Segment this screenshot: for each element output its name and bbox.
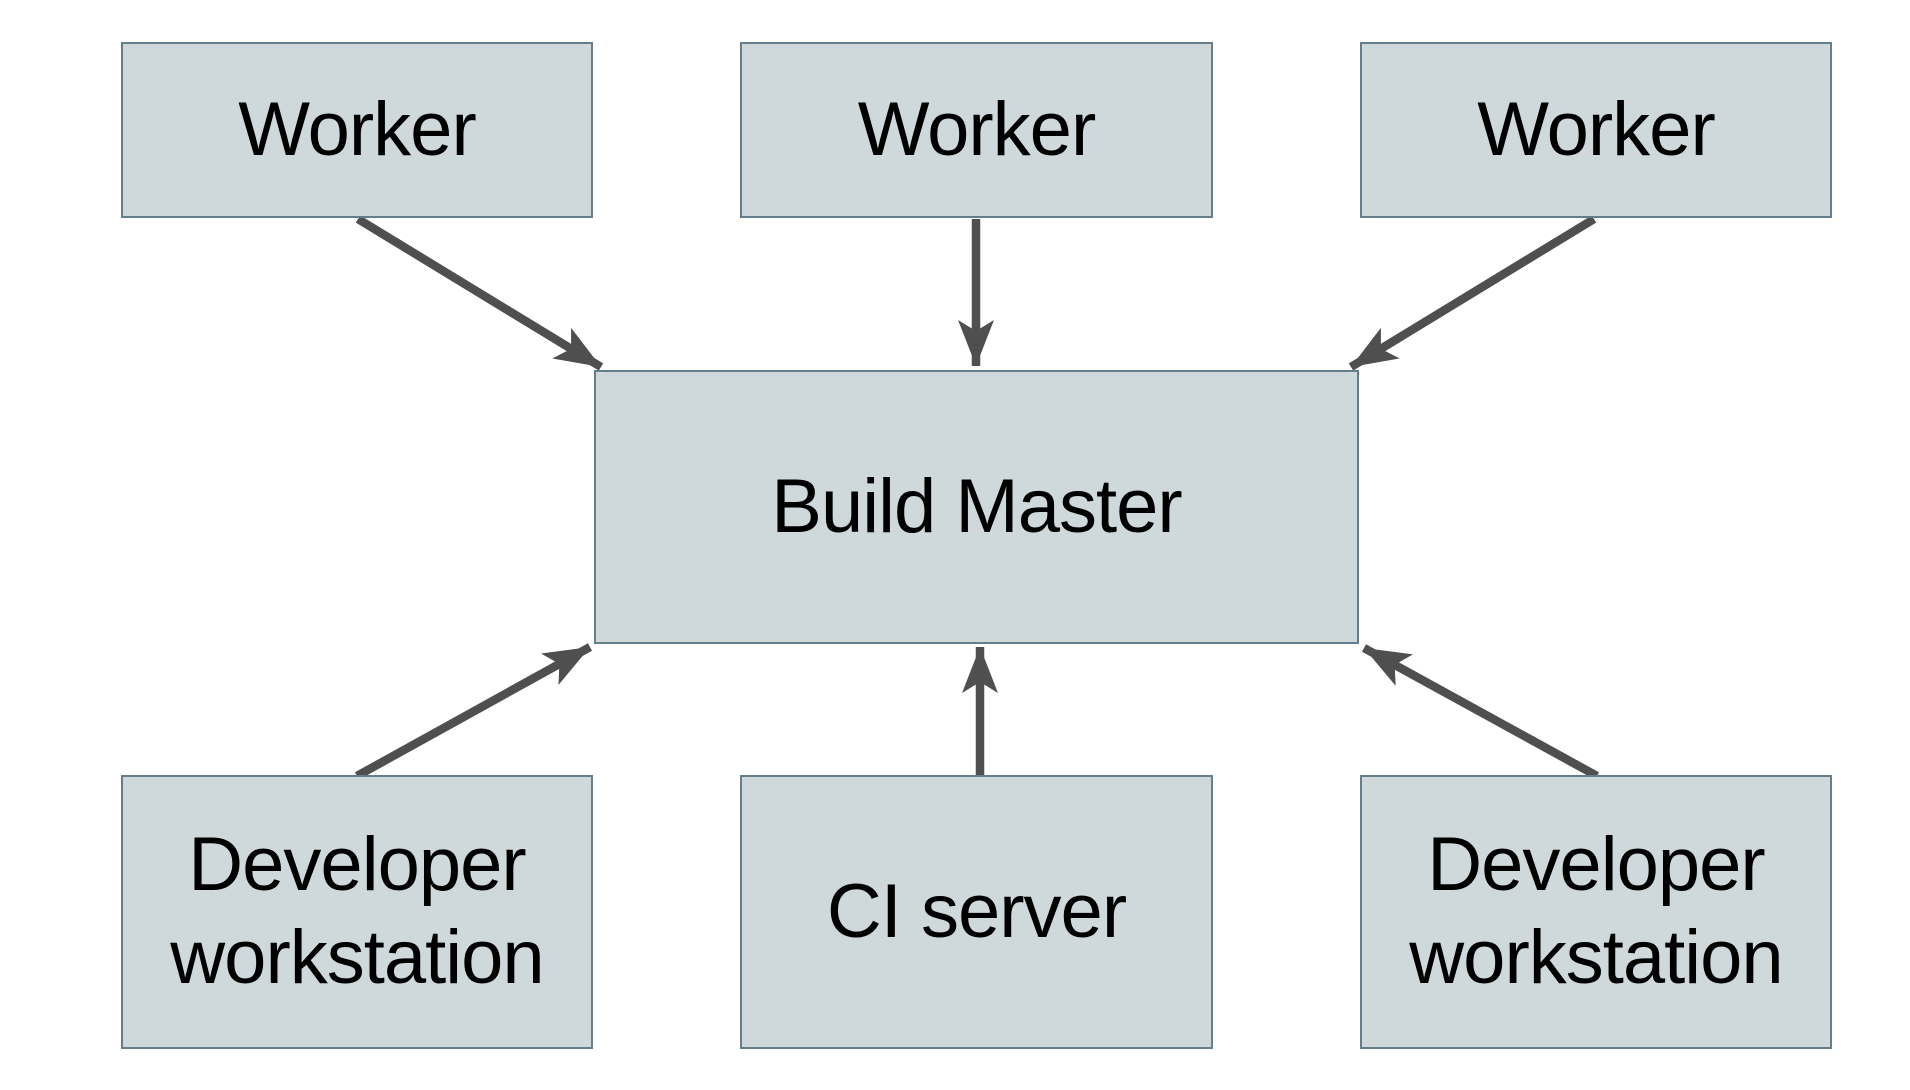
node-developer-workstation-right: Developer workstation bbox=[1360, 775, 1832, 1049]
node-worker-2-label: Worker bbox=[857, 86, 1097, 172]
node-build-master: Build Master bbox=[594, 370, 1359, 644]
node-worker-1: Worker bbox=[121, 42, 593, 218]
arrow-worker1-to-buildmaster bbox=[355, 215, 604, 371]
arrow-devworkstation-right-to-buildmaster bbox=[1361, 644, 1600, 780]
node-developer-workstation-left-label: Developer workstation bbox=[170, 822, 544, 1000]
node-worker-2: Worker bbox=[740, 42, 1213, 218]
node-developer-workstation-right-label: Developer workstation bbox=[1409, 822, 1783, 1000]
node-ci-server: CI server bbox=[740, 775, 1213, 1049]
node-worker-1-label: Worker bbox=[238, 86, 477, 172]
node-build-master-label: Build Master bbox=[771, 463, 1182, 549]
node-ci-server-label: CI server bbox=[826, 868, 1127, 954]
node-developer-workstation-left: Developer workstation bbox=[121, 775, 593, 1049]
arrow-devworkstation-left-to-buildmaster bbox=[354, 643, 593, 780]
node-worker-3-label: Worker bbox=[1477, 86, 1716, 172]
arrow-worker3-to-buildmaster bbox=[1348, 215, 1597, 371]
node-worker-3: Worker bbox=[1360, 42, 1832, 218]
